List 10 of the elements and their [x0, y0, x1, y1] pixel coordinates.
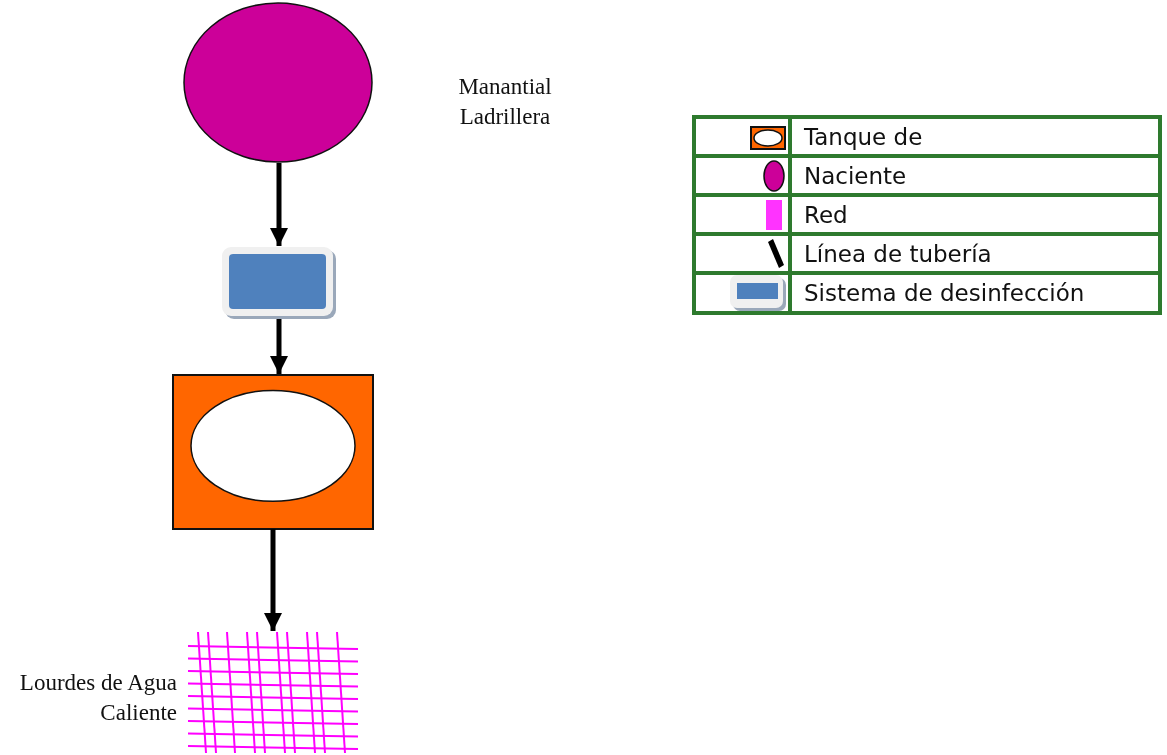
legend-label: Tanque de: [804, 123, 923, 150]
arrow: [270, 163, 288, 246]
place-label: Manantial Ladrillera: [457, 73, 553, 131]
legend-label: Línea de tubería: [804, 240, 992, 267]
place-label: Lourdes de Agua Caliente: [18, 669, 177, 727]
arrow: [264, 529, 282, 631]
legend-label: Red: [804, 201, 848, 228]
legend-label: Naciente: [804, 162, 907, 189]
legend-label: Sistema de desinfección: [804, 280, 1085, 306]
arrow: [270, 319, 288, 374]
